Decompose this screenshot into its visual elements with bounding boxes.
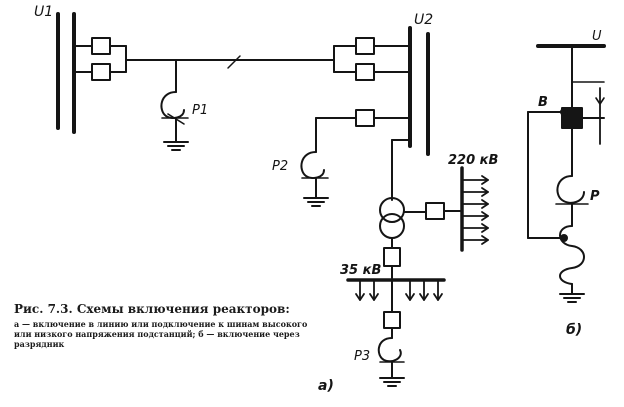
breaker-p2 <box>315 109 409 127</box>
ground-right <box>559 293 585 303</box>
busbar-u2 <box>408 26 430 156</box>
reactor-p2 <box>300 117 329 207</box>
breaker-p3 <box>383 311 401 329</box>
transmission-line <box>135 55 335 69</box>
breaker-u1-top <box>73 37 127 55</box>
breaker-b-wiring <box>527 108 568 242</box>
label-u1: U1 <box>34 4 53 20</box>
arrester <box>561 81 605 145</box>
label-p2: P2 <box>272 159 288 174</box>
label-u-right: U <box>592 29 602 44</box>
label-35kv: 35 кВ <box>340 263 381 278</box>
reactor-p3 <box>377 337 405 387</box>
ground-p1 <box>163 141 189 151</box>
label-b: В <box>538 95 548 110</box>
label-p1: P1 <box>192 103 208 118</box>
reactor-p-right <box>555 175 589 303</box>
busbar-u1 <box>56 12 76 134</box>
breaker-220kv <box>425 202 461 220</box>
feeders-220kv <box>461 175 489 245</box>
breaker-u1-bottom <box>73 63 127 81</box>
label-u2: U2 <box>414 12 433 28</box>
breaker-u2-top <box>333 37 409 55</box>
label-220kv: 220 кВ <box>448 153 498 168</box>
label-panel-a: а) <box>318 378 334 394</box>
ground-p3 <box>379 377 405 387</box>
label-p-right: P <box>590 189 600 204</box>
caption-body: а — включение в линию или подключение к … <box>14 319 308 349</box>
breaker-35kv <box>383 247 401 267</box>
ground-p2 <box>303 197 329 207</box>
transformer <box>379 197 427 239</box>
figure-caption: Рис. 7.3. Схемы включения реакторов: а —… <box>14 302 314 349</box>
breaker-u2-bottom <box>333 63 409 81</box>
label-p3: P3 <box>354 349 370 364</box>
label-panel-b: б) <box>566 322 582 338</box>
reactor-p1 <box>160 59 189 151</box>
caption-title: Рис. 7.3. Схемы включения реакторов: <box>14 302 290 316</box>
feeders-35kv <box>355 279 443 301</box>
